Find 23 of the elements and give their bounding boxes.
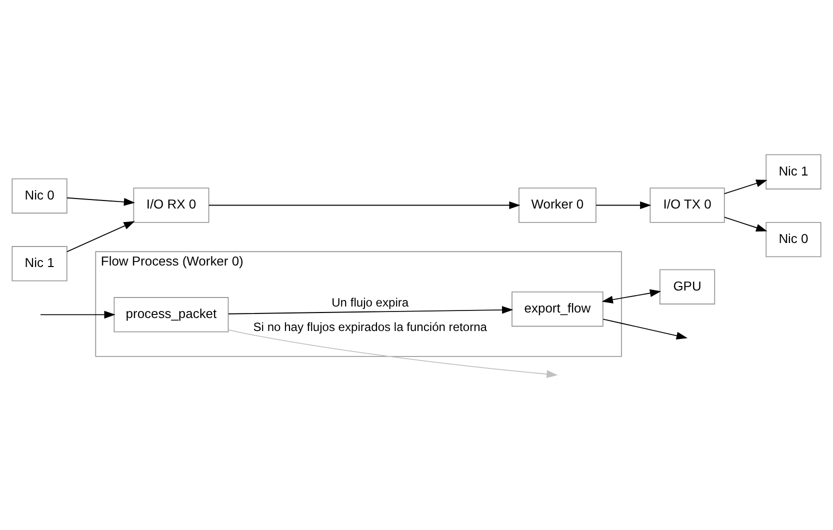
node-box: process_packet	[114, 297, 229, 332]
arrow	[208, 201, 520, 210]
arrow	[724, 216, 768, 232]
edge-label: Un flujo expira	[332, 296, 409, 310]
arrow	[228, 306, 514, 314]
arrow	[228, 329, 558, 378]
node-box: Nic 1	[12, 246, 68, 282]
arrow	[596, 201, 652, 210]
node-box: I/O TX 0	[650, 188, 725, 223]
arrow	[66, 197, 136, 206]
arrow	[602, 318, 688, 340]
node-box: export_flow	[512, 292, 604, 327]
arrow	[724, 180, 768, 194]
edge-label: Si no hay flujos expirados la función retorna	[253, 320, 487, 334]
node-box: Worker 0	[518, 188, 596, 223]
arrow	[66, 221, 135, 252]
arrow	[40, 310, 116, 319]
node-box: I/O RX 0	[133, 188, 210, 223]
arrow	[602, 289, 662, 304]
node-box: GPU	[659, 269, 716, 304]
node-box: Nic 0	[12, 178, 68, 214]
node-box: Nic 1	[766, 154, 822, 190]
node-box: Nic 0	[766, 222, 822, 258]
